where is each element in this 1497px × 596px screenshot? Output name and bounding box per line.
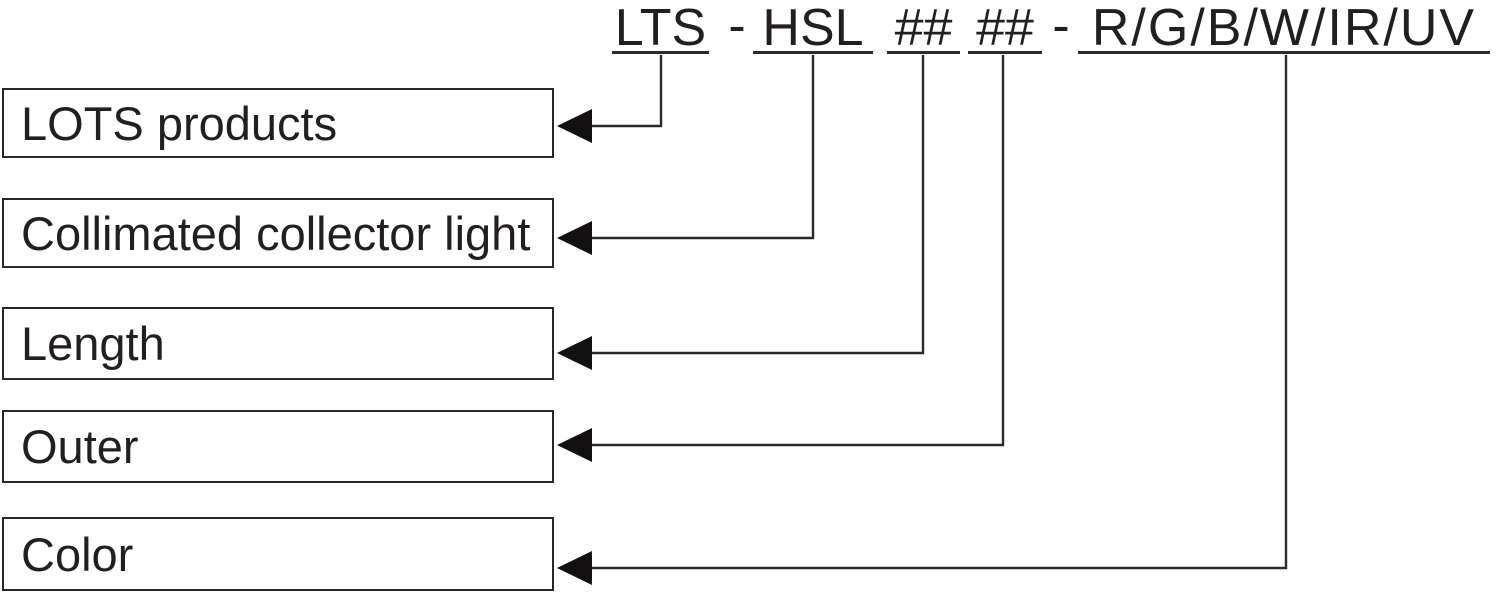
title-segment-series: LTS (612, 0, 709, 56)
connector-length (557, 55, 925, 370)
title-segment-outer-code: ## (968, 0, 1042, 56)
connector-family (557, 55, 815, 255)
title-segment-color-code: R/G/B/W/IR/UV (1078, 0, 1490, 56)
connector-outer (557, 55, 1005, 462)
arrowhead-icon (557, 221, 592, 255)
legend-label: Collimated collector light (21, 206, 531, 260)
title-segment-family: HSL (753, 0, 873, 56)
title-separator-2: - (1052, 0, 1070, 55)
connector-line (590, 55, 815, 240)
legend-label: LOTS products (21, 96, 338, 150)
connector-series (557, 55, 663, 143)
legend-label: Length (21, 317, 165, 370)
legend-label: Outer (21, 420, 139, 473)
legend-box-collimated-collector-light: Collimated collector light (2, 198, 554, 268)
arrowhead-icon (557, 109, 592, 143)
connector-line (590, 55, 1288, 570)
title-separator-1: - (728, 0, 746, 55)
legend-box-length: Length (2, 307, 554, 380)
title-segment-length-code: ## (887, 0, 960, 56)
legend-box-lots-products: LOTS products (2, 88, 554, 158)
legend-box-outer: Outer (2, 410, 554, 483)
arrowhead-icon (557, 428, 592, 462)
connector-line (590, 55, 1005, 447)
connector-color (557, 55, 1288, 585)
legend-box-color: Color (2, 517, 554, 591)
arrowhead-icon (557, 551, 592, 585)
arrowhead-icon (557, 336, 592, 370)
legend-label: Color (21, 527, 134, 581)
connector-line (590, 55, 663, 128)
connector-line (590, 55, 925, 355)
